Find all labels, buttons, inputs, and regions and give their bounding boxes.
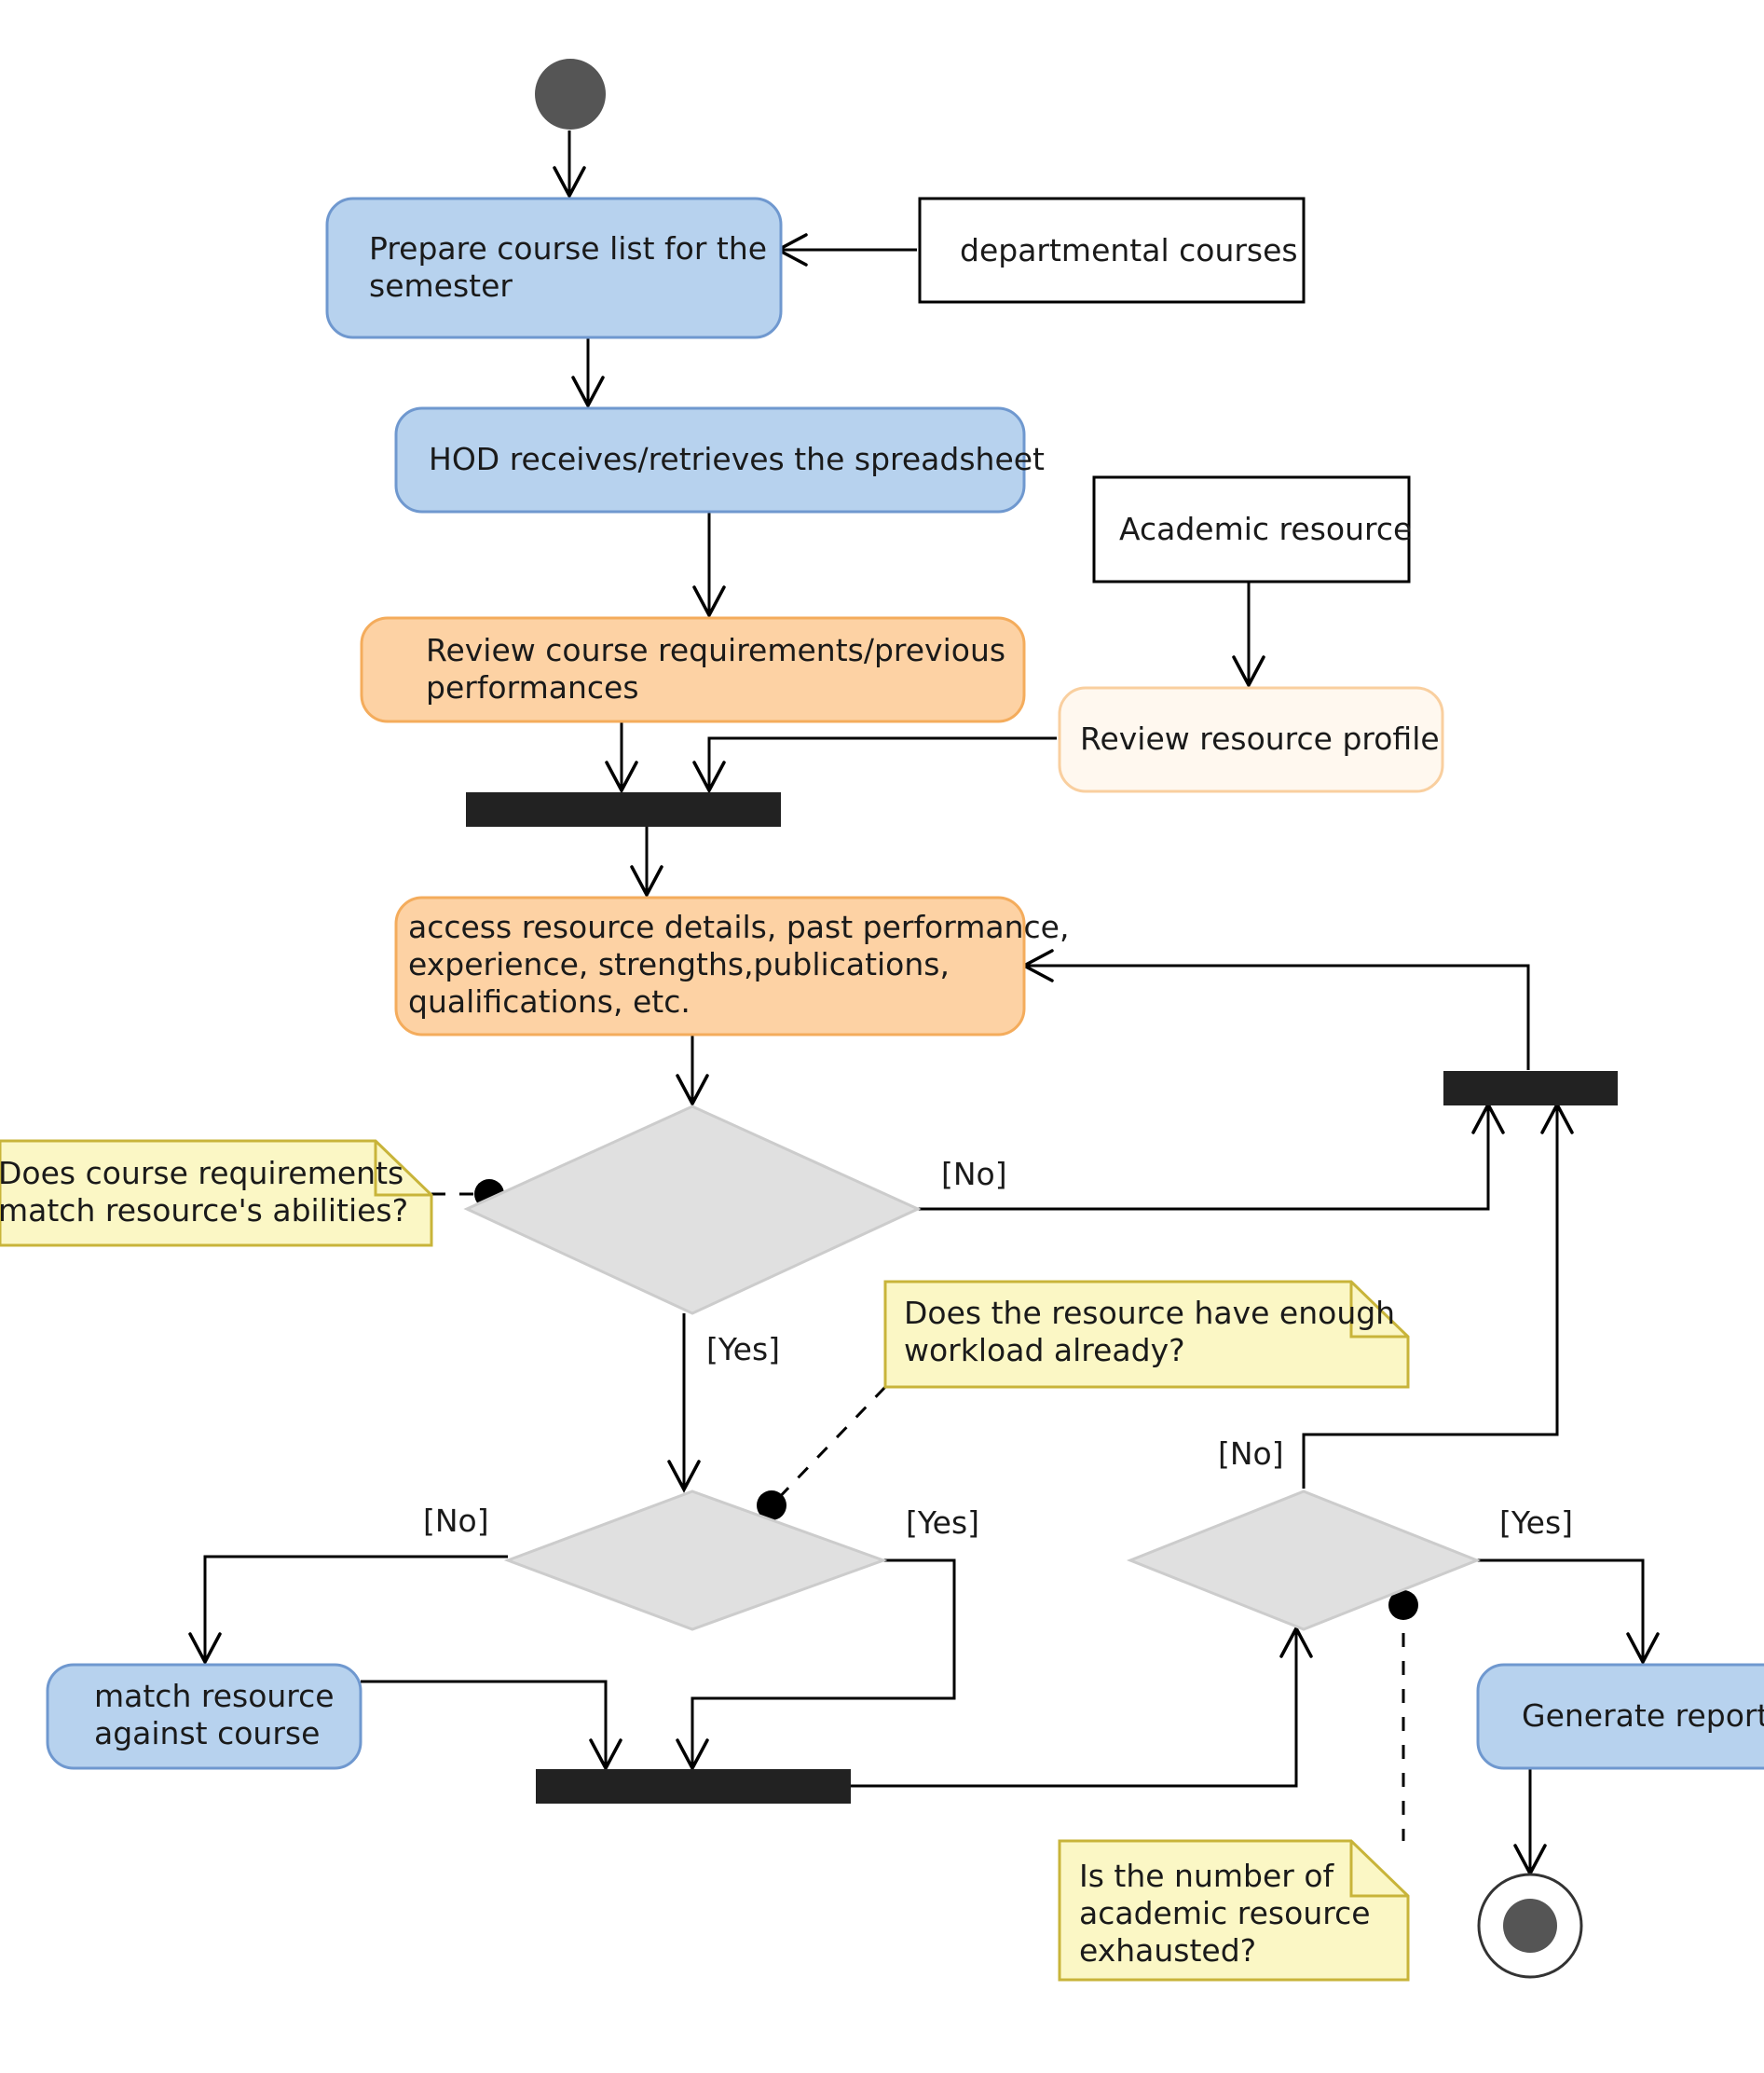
arrow-down-access — [630, 865, 663, 899]
guard-decision3-yes: [Yes] — [1499, 1504, 1573, 1541]
edge-decision1-no-to-join — [918, 1105, 1490, 1211]
guard-decision1-no: [No] — [941, 1156, 1007, 1192]
decision-requirements-match[interactable] — [463, 1105, 922, 1315]
activity-review-line-2: performances — [426, 669, 639, 706]
guard-decision2-yes: [Yes] — [906, 1504, 979, 1541]
connector-dot-workload — [757, 1490, 786, 1520]
initial-node — [535, 59, 606, 130]
note-exhausted-line-1: Is the number of — [1079, 1858, 1335, 1894]
flow-lines — [203, 130, 1645, 1874]
arrow-down-fork1-left — [605, 761, 638, 794]
activity-profile-line-1: Review resource profile — [1080, 721, 1440, 757]
arrow-down-join2-left — [589, 1738, 622, 1772]
arrow-down-join2-right — [676, 1738, 709, 1772]
connector-dot-exhausted — [1388, 1590, 1418, 1620]
arrow-down-profile — [1232, 655, 1265, 689]
edge-decision3-yes-to-report — [1477, 1558, 1645, 1662]
activity-access-line-1: access resource details, past performanc… — [408, 909, 1069, 945]
activity-generate-report[interactable]: Generate report — [1476, 1663, 1764, 1770]
object-academic-resource[interactable]: Academic resource — [1092, 475, 1412, 583]
note-resource-exhausted: Is the number of academic resource exhau… — [1058, 1839, 1410, 1982]
fork-bar-1 — [466, 792, 781, 827]
edge-decision2-no-to-match — [203, 1555, 508, 1662]
arrow-down-review — [692, 585, 726, 619]
object-departmental-courses[interactable]: departmental courses — [918, 197, 1306, 304]
activity-match-resource[interactable]: match resource against course — [46, 1663, 362, 1770]
note-enough-workload: Does the resource have enough workload a… — [883, 1280, 1410, 1389]
decision-resource-exhausted[interactable] — [1126, 1490, 1482, 1631]
activity-prepare-line-1: Prepare course list for the — [369, 230, 767, 267]
activity-access-line-3: qualifications, etc. — [408, 983, 691, 1020]
edge-join2-to-decision3 — [851, 1628, 1298, 1788]
guard-decision3-no: [No] — [1218, 1435, 1284, 1472]
arrow-down-fork1-right — [692, 761, 726, 794]
join-bar-2 — [536, 1769, 851, 1804]
arrow-down-hod — [571, 376, 605, 409]
activity-review-resource-profile[interactable]: Review resource profile — [1058, 686, 1444, 793]
arrowheads — [188, 166, 1660, 1877]
note-workload-line-1: Does the resource have enough — [904, 1295, 1395, 1331]
decision-enough-workload[interactable] — [503, 1490, 888, 1631]
activity-hod-line-1: HOD receives/retrieves the spreadsheet — [429, 441, 1045, 477]
activity-review-requirements[interactable]: Review course requirements/previous perf… — [360, 616, 1026, 723]
final-node — [1477, 1873, 1583, 1979]
arrow-down-decision1 — [676, 1074, 709, 1107]
note-workload-line-2: workload already? — [904, 1332, 1185, 1368]
join-bar-loop — [1443, 1071, 1618, 1105]
activity-access-resource-details[interactable]: access resource details, past performanc… — [394, 896, 1069, 1036]
arrow-down-report — [1626, 1632, 1660, 1666]
object-departmental-label: departmental courses — [960, 232, 1298, 268]
edge-decision2-yes-to-join2 — [691, 1558, 956, 1768]
edge-match-to-join2 — [361, 1680, 608, 1768]
guard-decision1-yes: [Yes] — [706, 1331, 780, 1367]
activity-prepare-line-2: semester — [369, 268, 513, 304]
activity-review-line-1: Review course requirements/previous — [426, 632, 1005, 668]
guard-decision2-no: [No] — [423, 1503, 489, 1539]
edge-decision3-no-to-join — [1302, 1105, 1559, 1489]
activity-report-line-1: Generate report — [1522, 1697, 1764, 1734]
activity-hod-receives[interactable]: HOD receives/retrieves the spreadsheet — [394, 406, 1045, 514]
activity-match-line-2: against course — [94, 1715, 320, 1751]
arrow-down-prepare — [553, 166, 586, 199]
arrow-down-decision2 — [667, 1460, 701, 1493]
note-match-abilities: Does course requirements match resource'… — [0, 1139, 433, 1247]
arrow-down-match — [188, 1632, 222, 1666]
edge-join-to-access — [1024, 964, 1530, 1070]
object-academic-label: Academic resource — [1119, 511, 1412, 547]
edge-profile-to-fork1 — [707, 736, 1057, 790]
activity-access-line-2: experience, strengths,publications, — [408, 946, 950, 982]
note-abilities-line-1: Does course requirements — [0, 1155, 403, 1191]
note-exhausted-line-3: exhausted? — [1079, 1932, 1256, 1969]
activity-prepare-course-list[interactable]: Prepare course list for the semester — [325, 197, 783, 339]
connector-note-workload — [770, 1385, 887, 1507]
note-exhausted-line-2: academic resource — [1079, 1895, 1371, 1931]
note-abilities-line-2: match resource's abilities? — [0, 1192, 408, 1229]
activity-match-line-1: match resource — [94, 1678, 335, 1714]
arrow-up-decision3 — [1279, 1625, 1313, 1658]
